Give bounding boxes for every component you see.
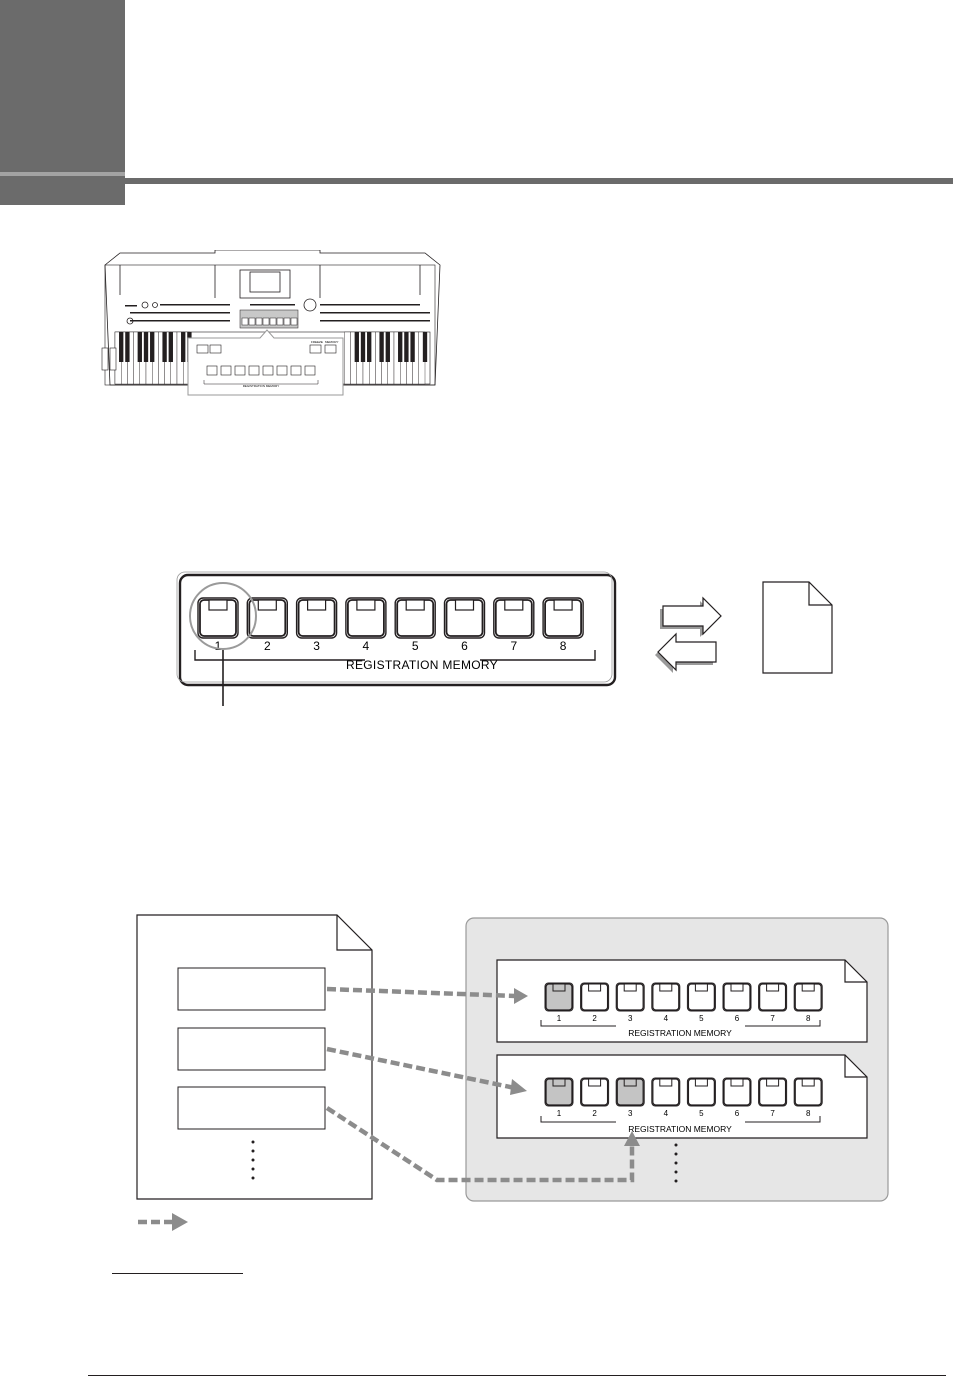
file-more-dots	[251, 1140, 255, 1180]
button-lamp-4	[356, 599, 376, 611]
mapping-arrow-2	[326, 1046, 516, 1091]
button-number-5: 5	[412, 639, 419, 653]
header-rule	[125, 178, 953, 184]
zoom-callout	[187, 329, 344, 396]
button-lamp-6	[454, 599, 475, 611]
button-number-8: 8	[560, 639, 567, 653]
memory-mini-label: MEMORY	[325, 340, 338, 344]
button-number-4: 4	[363, 639, 370, 653]
bank1-number-7: 7	[770, 1014, 775, 1023]
bank-mapping-diagram: 1 2 3 4 5 6 7 8 REGISTRATION MEMORY 1 2 3 4 5 6 7 8 RE…	[136, 914, 889, 1231]
bank-more-dots	[674, 1143, 678, 1183]
bank2-button-3: 3	[615, 1077, 645, 1118]
button-number-1: 1	[215, 639, 222, 653]
bank2-button-7: 7	[758, 1077, 788, 1118]
bank1-button-5: 5	[686, 982, 716, 1023]
mapping-arrow-1	[326, 986, 516, 999]
registration-memory-diagram: 1 2 3 4 5 6 7 8 REGISTRATION MEMORY	[176, 571, 833, 706]
chapter-tab	[0, 0, 125, 205]
registration-button-1[interactable]: 1	[197, 597, 239, 653]
button-lamp-8	[553, 599, 573, 611]
button-lamp-1	[208, 599, 228, 611]
button-number-3: 3	[313, 639, 320, 653]
registration-button-7[interactable]: 7	[493, 597, 535, 653]
pitch-wheels	[101, 347, 117, 371]
registration-memory-label: REGISTRATION MEMORY	[346, 658, 498, 672]
button-1-highlight-circle	[189, 582, 257, 650]
mapping-arrow-3	[325, 1106, 635, 1183]
bank1-reg-memory-label: REGISTRATION MEMORY	[628, 1028, 732, 1038]
bank1-number-4: 4	[664, 1014, 669, 1023]
bank1-number-8: 8	[806, 1014, 811, 1023]
bank1-number-5: 5	[699, 1014, 704, 1023]
bank1-button-3: 3	[615, 982, 645, 1023]
legend-arrow	[138, 1213, 188, 1231]
recall-arrow	[657, 632, 717, 672]
button-lamp-2	[257, 599, 277, 611]
bank-1	[496, 959, 868, 1043]
registration-button-6[interactable]: 6	[443, 597, 486, 653]
bank2-number-3: 3	[628, 1109, 633, 1118]
bank1-button-6: 6	[722, 982, 752, 1023]
file-entry-1	[177, 967, 326, 1011]
button-lamp-5	[405, 599, 425, 611]
keyboard-illustration: FREEZE MEMORY REGISTRATION MEMORY	[101, 250, 441, 396]
note-rule	[112, 1273, 243, 1274]
bank1-button-2: 2	[580, 982, 610, 1023]
bank2-button-2: 2	[580, 1077, 610, 1118]
bank2-button-5: 5	[686, 1077, 716, 1118]
registration-button-4[interactable]: 4	[345, 597, 387, 653]
button-lamp-7	[504, 599, 524, 611]
registration-button-3[interactable]: 3	[295, 597, 338, 653]
bank1-number-6: 6	[735, 1014, 740, 1023]
footer-rule	[88, 1375, 946, 1376]
bank-2	[496, 1054, 868, 1139]
bank1-number-2: 2	[592, 1014, 597, 1023]
bank2-reg-memory-label: REGISTRATION MEMORY	[628, 1124, 732, 1134]
bank2-number-2: 2	[592, 1109, 597, 1118]
file-entry-2	[177, 1027, 326, 1071]
registration-button-8[interactable]: 8	[542, 597, 584, 653]
bank2-button-6: 6	[722, 1077, 752, 1118]
bank1-button-1: 1	[544, 982, 574, 1023]
bank2-number-8: 8	[806, 1109, 811, 1118]
bank2-number-4: 4	[664, 1109, 669, 1118]
bank1-number-1: 1	[557, 1014, 562, 1023]
freeze-mini-label: FREEZE	[311, 340, 323, 344]
bank2-number-5: 5	[699, 1109, 704, 1118]
button-number-6: 6	[461, 639, 468, 653]
file-entry-3	[177, 1086, 326, 1130]
file-icon	[762, 581, 833, 674]
bank2-number-7: 7	[770, 1109, 775, 1118]
bank1-number-3: 3	[628, 1014, 633, 1023]
button-number-2: 2	[264, 639, 271, 653]
bank1-button-4: 4	[651, 982, 681, 1023]
bank1-button-8: 8	[793, 982, 823, 1023]
bank1-button-7: 7	[758, 982, 788, 1023]
button-lamp-3	[307, 599, 327, 611]
bank2-number-6: 6	[735, 1109, 740, 1118]
bank2-button-4: 4	[651, 1077, 681, 1118]
registration-button-2[interactable]: 2	[246, 597, 289, 653]
bank2-number-1: 1	[557, 1109, 562, 1118]
bank2-button-1: 1	[544, 1077, 574, 1118]
button-number-7: 7	[510, 639, 517, 653]
save-arrow	[662, 596, 722, 636]
registration-button-5[interactable]: 5	[394, 597, 436, 653]
reg-memory-mini-label: REGISTRATION MEMORY	[243, 384, 280, 388]
bank2-button-8: 8	[793, 1077, 823, 1118]
chapter-tab-stripe	[0, 172, 125, 176]
